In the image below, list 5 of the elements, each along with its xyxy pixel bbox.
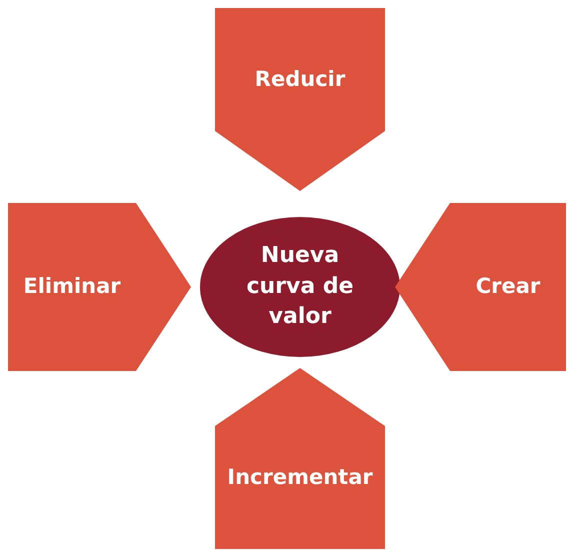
node-label: Eliminar: [23, 273, 121, 300]
node-label: Nueva curva de valor: [245, 242, 355, 332]
node-label: Reducir: [254, 66, 346, 93]
node-label: Incrementar: [227, 464, 373, 491]
node-label: Crear: [476, 273, 540, 300]
